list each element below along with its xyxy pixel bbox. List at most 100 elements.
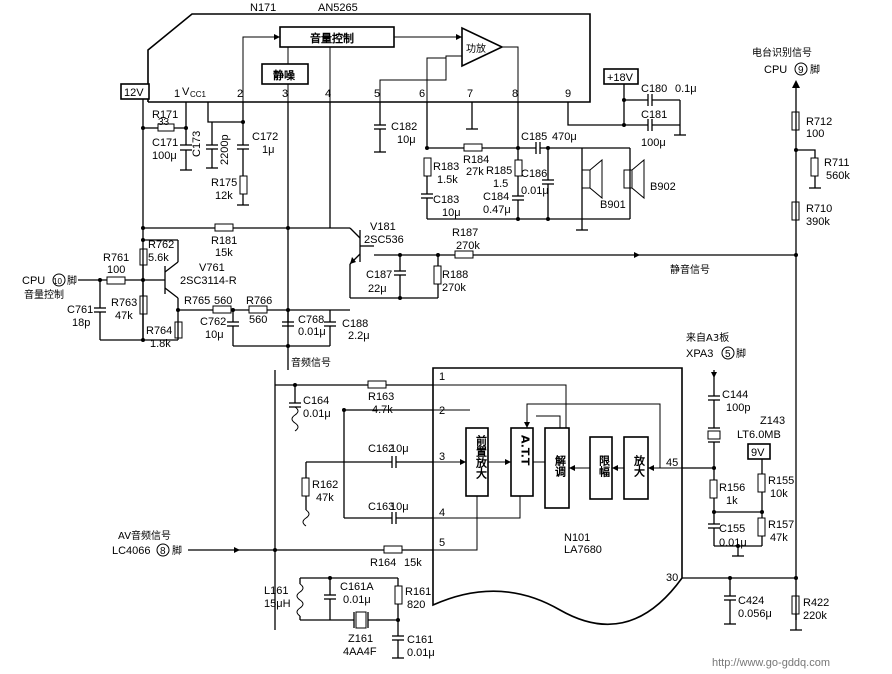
amp-label: 放大	[633, 454, 647, 478]
r157-label: R157	[768, 519, 794, 531]
c164-value: 0.01μ	[303, 408, 331, 420]
ic-n171-ref: N171	[250, 2, 276, 14]
v181-label: V181	[370, 221, 396, 233]
station-id-section: 电台识别信号 CPU 9 脚 R712 100 R711 560k R710 3…	[752, 46, 850, 620]
c144-value: 100p	[726, 402, 750, 414]
r155-value: 10k	[770, 488, 788, 500]
v181-part: 2SC536	[364, 234, 404, 246]
r711-value: 560k	[826, 170, 850, 182]
c172-label: C172	[252, 131, 278, 143]
xpa3-num: 5	[725, 349, 731, 360]
18v-box	[603, 68, 639, 85]
z143-filter	[707, 430, 721, 440]
r183-label: R183	[433, 161, 459, 173]
r765-value: 560	[214, 295, 232, 307]
pin-4: 4	[325, 88, 331, 100]
preamp-label: 前置放大	[475, 434, 489, 480]
lc4066-label: LC4066	[112, 545, 151, 557]
r712	[791, 111, 800, 131]
c181-label: C181	[641, 109, 667, 121]
c161-label: C161	[407, 634, 433, 646]
pin2-network: C173 2200p C172 1μ R175 12k	[191, 102, 278, 206]
c187-value: 22μ	[368, 283, 387, 295]
r156-value: 1k	[726, 495, 738, 507]
r187-label: R187	[452, 227, 478, 239]
r162	[301, 477, 310, 497]
c144-label: C144	[722, 389, 748, 401]
n101-input-section: R163 4.7k C164 0.01μ C163 10μ C162 10μ R…	[112, 370, 435, 659]
xpa3-label: XPA3	[686, 348, 713, 360]
r765	[212, 305, 232, 314]
pin-3: 3	[282, 88, 288, 100]
c424-value: 0.056μ	[738, 608, 772, 620]
c761-label: C761	[67, 304, 93, 316]
b901-label: B901	[600, 199, 626, 211]
r162-label: R162	[312, 479, 338, 491]
r155-label: R155	[768, 475, 794, 487]
r183	[423, 157, 432, 177]
lc4066-num: 8	[160, 546, 166, 557]
c761-value: 18p	[72, 317, 90, 329]
ic2-pin-45: 45	[666, 457, 678, 469]
c155-label: C155	[719, 523, 745, 535]
av-audio-label: AV音频信号	[118, 529, 171, 542]
r766-label: R766	[246, 295, 272, 307]
r184-value: 27k	[466, 166, 484, 178]
pin-5: 5	[374, 88, 380, 100]
lc4066-suffix: 脚	[172, 544, 182, 557]
r187	[454, 250, 474, 259]
limiter-label: 限幅	[598, 454, 611, 478]
att-label: A.T.T	[519, 435, 532, 466]
z161-value: 4AA4F	[343, 646, 377, 658]
c188-label: C188	[342, 318, 368, 330]
c173-label: C173	[191, 131, 203, 157]
c185-value: 470μ	[552, 131, 577, 143]
station-id-label: 电台识别信号	[752, 46, 812, 59]
l161-value: 15μH	[264, 598, 291, 610]
amp-block	[623, 436, 649, 500]
r188	[433, 265, 442, 285]
c182-network: C182 10μ	[374, 102, 417, 153]
r712-label: R712	[806, 116, 832, 128]
pin-9: 9	[565, 88, 571, 100]
r710-label: R710	[806, 203, 832, 215]
c163-value: 10μ	[390, 501, 409, 513]
r422-value: 220k	[803, 610, 827, 622]
c762-label: C762	[200, 316, 226, 328]
v761-part: 2SC3114-R	[180, 275, 237, 287]
ic2-pin-5: 5	[439, 537, 445, 549]
ic2-pin-30: 30	[666, 572, 678, 584]
r184	[463, 143, 483, 152]
c762-value: 10μ	[205, 329, 224, 341]
r710	[791, 201, 800, 221]
pin-6: 6	[419, 88, 425, 100]
r763-value: 47k	[115, 310, 133, 322]
r766	[248, 305, 268, 314]
cpu10-label: CPU	[22, 275, 45, 287]
from-a3-label: 来自A3板	[686, 331, 729, 344]
c180-value: 0.1μ	[675, 83, 697, 95]
r188-value: 270k	[442, 282, 466, 294]
ic-n101-part: LA7680	[564, 544, 602, 556]
r711-label: R711	[824, 157, 849, 169]
pin-7: 7	[467, 88, 473, 100]
r156-label: R156	[719, 482, 745, 494]
b902-speaker-icon	[623, 169, 633, 189]
c186-label: C186	[521, 168, 547, 180]
watermark-url: http://www.go-gddq.com	[712, 657, 830, 669]
r422-label: R422	[803, 597, 829, 609]
n101-right-section: 来自A3板 XPA3 5 脚 C144 100p Z143 LT6.0MB R1…	[682, 331, 829, 631]
ic2-pin-4: 4	[439, 507, 445, 519]
r181	[214, 223, 234, 232]
ic2-pin-3: 3	[439, 451, 445, 463]
z143-label: Z143	[760, 415, 785, 427]
b901-speaker-icon	[581, 169, 591, 189]
c185-label: C185	[521, 131, 547, 143]
audio-signal-label: 音频信号	[291, 356, 331, 369]
r175	[239, 175, 248, 195]
9v-box	[747, 443, 771, 460]
b902-label: B902	[650, 181, 676, 193]
l161-label: L161	[264, 585, 288, 597]
r187-value: 270k	[456, 240, 480, 252]
c768-label: C768	[298, 314, 324, 326]
